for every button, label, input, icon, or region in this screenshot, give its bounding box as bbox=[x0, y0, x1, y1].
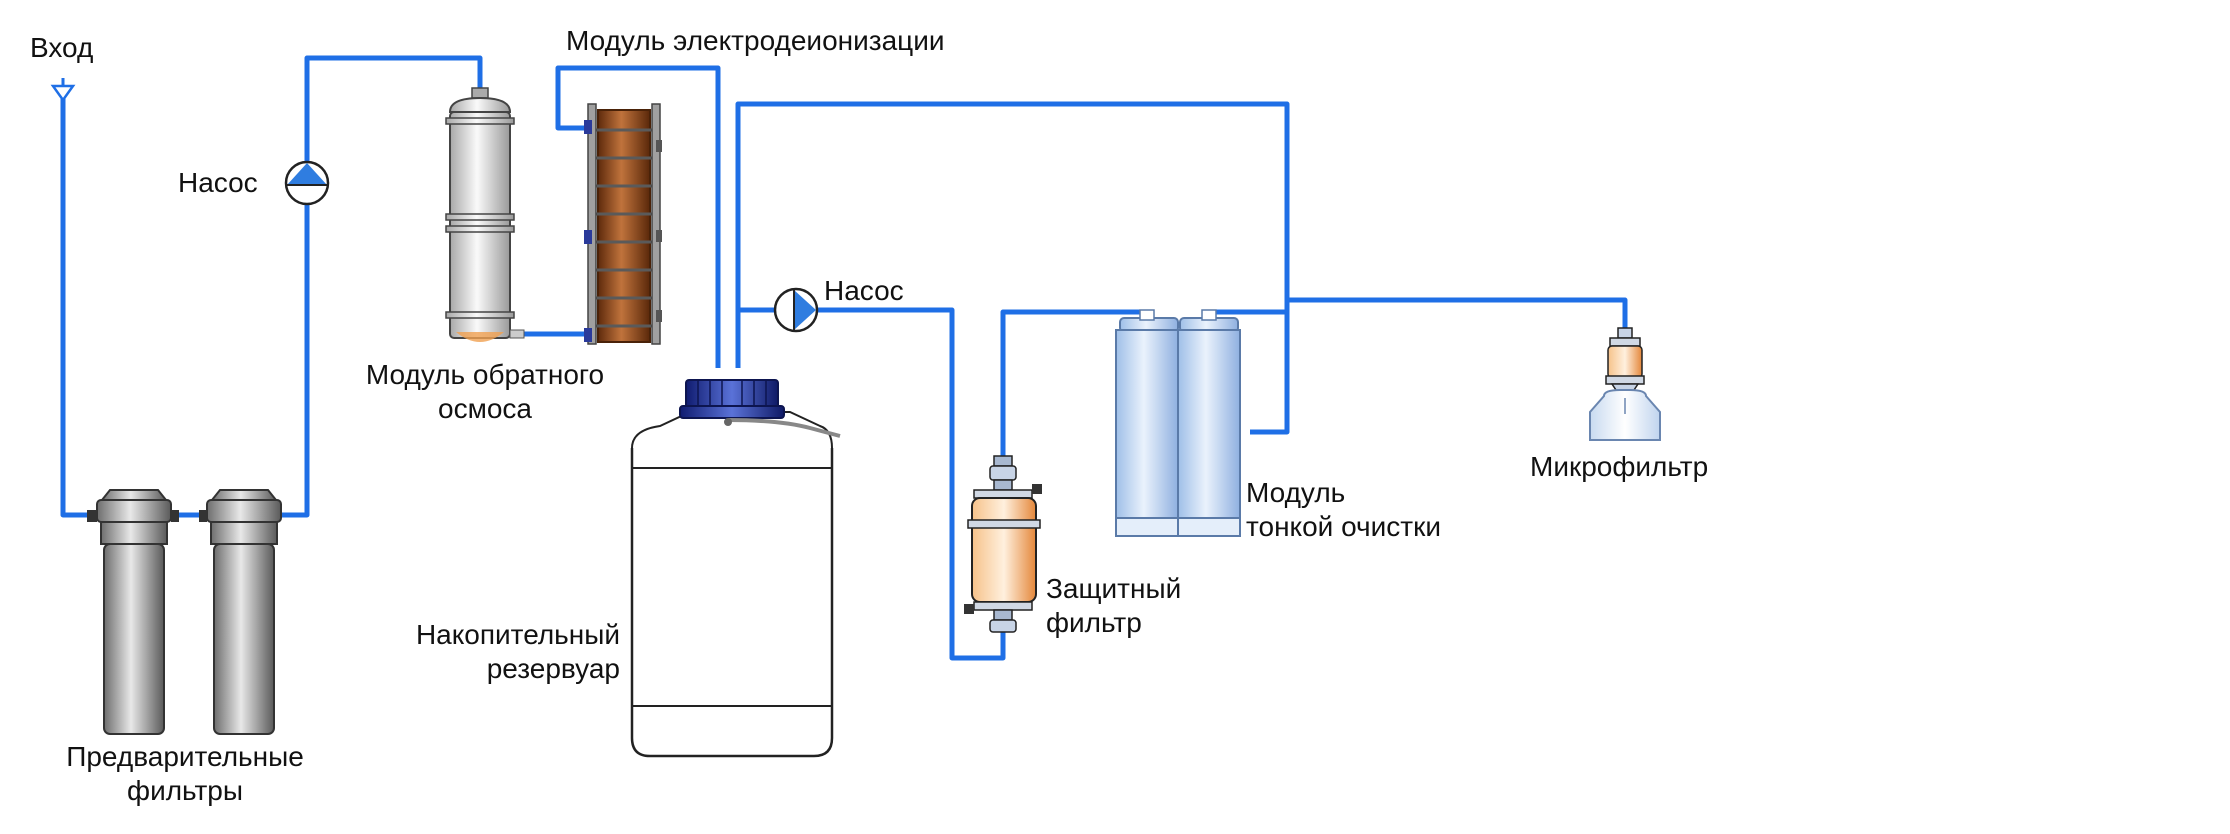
microfilter bbox=[1589, 327, 1661, 441]
storage-tank bbox=[630, 379, 841, 758]
pipe-tank-recirc bbox=[735, 101, 1290, 435]
pipe-network bbox=[60, 55, 1628, 661]
pipe-to-pump bbox=[270, 55, 483, 518]
guard-filter-label: Защитный фильтр bbox=[1046, 573, 1182, 638]
microfilter-label: Микрофильтр bbox=[1530, 451, 1709, 482]
pump-label-top: Насос bbox=[178, 167, 258, 198]
prefilter-1 bbox=[87, 489, 179, 735]
ro-module-label: Модуль обратного осмоса bbox=[365, 359, 605, 424]
polishing-module bbox=[1115, 309, 1241, 537]
pipe-pump-to-guard bbox=[812, 307, 1006, 661]
guard-filter bbox=[964, 455, 1042, 633]
prefilter-2 bbox=[199, 489, 282, 735]
pipe-polish-out bbox=[1207, 297, 1628, 328]
inlet-arrow-icon bbox=[50, 78, 76, 103]
pump-label-mid: Насос bbox=[824, 275, 904, 306]
pump-icon bbox=[284, 160, 330, 206]
pipe-edi-feed bbox=[555, 65, 721, 368]
pump-icon bbox=[773, 287, 819, 333]
edi-module-label: Модуль электродеионизации bbox=[566, 25, 945, 56]
reverse-osmosis-module bbox=[445, 87, 525, 342]
inlet-label: Вход bbox=[30, 32, 94, 63]
pipe-inlet bbox=[60, 92, 95, 518]
storage-tank-label: Накопительный резервуар bbox=[415, 619, 620, 684]
edi-module bbox=[584, 103, 662, 345]
polish-module-label: Модуль тонкой очистки bbox=[1246, 477, 1442, 542]
prefilters-label: Предварительные фильтры bbox=[66, 741, 304, 806]
